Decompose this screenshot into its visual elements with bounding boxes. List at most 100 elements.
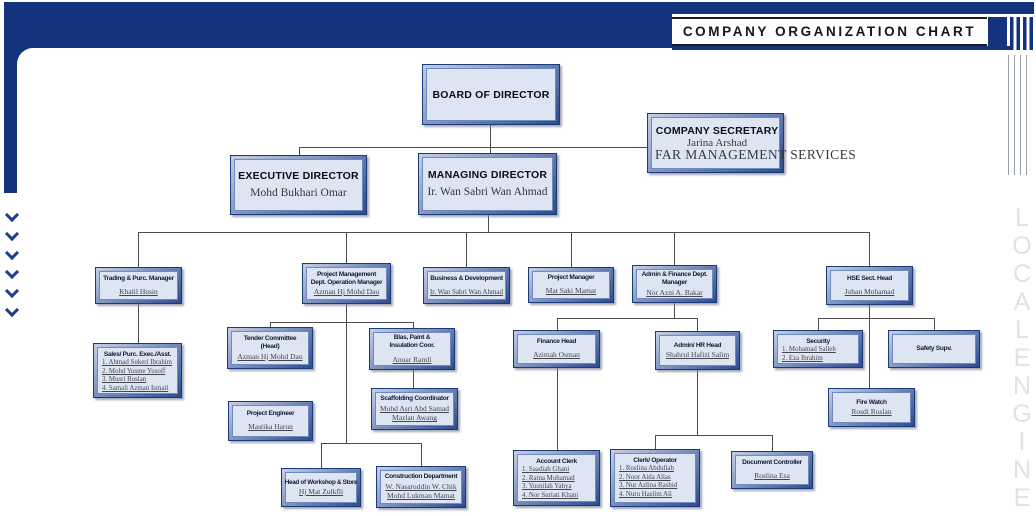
org-node-person: W. Nasaruddin W. Chik [385, 481, 457, 491]
org-node-title: Fire Watch [856, 398, 887, 406]
org-node-person: Rosdi Roslan [851, 406, 892, 416]
org-node-title: Admin/ HR Head [673, 341, 722, 349]
org-node-person: FAR MANAGEMENT SERVICES [655, 147, 857, 162]
connector-line [346, 322, 347, 443]
org-node-board: BOARD OF DIRECTOR [422, 64, 560, 125]
org-node-person: 4. Samali Azman Ismail [102, 384, 169, 392]
org-node-safety: Safety Supv. [888, 330, 980, 368]
org-node-person: Azman Hj Mohd Dau [313, 287, 380, 297]
watermark-letter: I [1018, 428, 1026, 456]
org-node-person: 2. Ratna Mohamad [522, 474, 575, 482]
org-node-person: 2. Mohd Yusme Yusoff [102, 367, 166, 375]
corner-round [17, 48, 35, 66]
watermark-letter: E [1013, 484, 1031, 512]
connector-line [818, 318, 819, 330]
org-node-person: Ir. Wan Sabri Wan Ahmad [427, 186, 548, 198]
org-node-title: Sales/ Purc. Exec./Asst. [103, 351, 172, 358]
org-node-title: Document Controller [742, 459, 802, 467]
connector-line [869, 318, 870, 388]
watermark-letter: N [1012, 372, 1032, 400]
org-node-person: 3. Musri Roslan [102, 376, 147, 384]
connector-line [321, 443, 322, 468]
watermark-letter: N [1012, 456, 1032, 484]
org-node-title: Insulation Coor. [389, 342, 435, 350]
connector-line [299, 147, 648, 148]
watermark-letter: E [1013, 344, 1031, 372]
org-node-person: Mastika Harun [248, 422, 293, 432]
org-node-person: Azman Hj Mohd Dau [237, 351, 303, 361]
org-node-person: Azimah Osman [533, 350, 580, 360]
org-node-title: Construction Department [384, 473, 458, 481]
connector-line [138, 232, 869, 233]
org-node-person: 3. Yusnilah Yahya [522, 483, 572, 491]
org-node-title: Project Engineer [246, 410, 295, 418]
connector-line [655, 435, 772, 436]
connector-line [772, 435, 773, 451]
watermark-letter: C [1012, 260, 1032, 288]
chevron-down-icon [6, 231, 16, 241]
org-node-person: Mazlan Awang [392, 413, 437, 423]
org-node-person: Khalil Husin [119, 286, 158, 296]
chevron-down-icon [6, 212, 16, 222]
org-node-title: Security [806, 338, 830, 345]
corner-lines [1008, 55, 1029, 175]
connector-line [421, 443, 422, 466]
org-node-title: EXECUTIVE DIRECTOR [238, 170, 359, 182]
connector-line [466, 232, 467, 267]
connector-line [270, 322, 271, 327]
org-node-title: Blas, Paint & [393, 334, 431, 341]
org-node-title: Finance Head [536, 338, 577, 346]
connector-line [571, 232, 572, 267]
chevron-down-icon [6, 269, 16, 279]
org-node-title: Account Clerk [536, 458, 577, 465]
org-node-executive-director: EXECUTIVE DIRECTOR Mohd Bukhari Omar [230, 155, 367, 215]
org-node-person: 2. Noor Aida Alias [619, 473, 671, 481]
org-node-person: Anuar Ramli [392, 354, 432, 364]
org-node-person: 1. Roslina Abdullah [619, 465, 674, 473]
connector-line [557, 318, 697, 319]
org-node-person: Jarina Arshad [686, 136, 748, 149]
org-node-sales: Sales/ Purc. Exec./Asst.1. Ahmad Sukeri … [93, 343, 182, 398]
page-title: COMPANY ORGANIZATION CHART [682, 24, 977, 39]
org-node-person: 3. Nur Azlina Rashid [619, 482, 678, 490]
org-node-title: (Head) [260, 343, 280, 351]
connector-line [655, 435, 656, 449]
chevron-down-icon [6, 307, 16, 317]
org-node-person: Mohd Bukhari Omar [250, 187, 347, 199]
connector-line [697, 318, 698, 331]
org-node-person: Nor Azni A. Bakar [646, 287, 703, 297]
org-node-person: Mohd Asri Abd Samad [380, 403, 449, 413]
watermark-letter: A [1013, 288, 1031, 316]
org-node-title: COMPANY SECRETARY [655, 124, 779, 137]
org-node-title: HSE Sect. Head [847, 274, 892, 282]
org-node-person: Roslina Esa [754, 471, 790, 481]
org-node-blas: Blas, Paint &Insulation Coor. Anuar Ramli [369, 328, 455, 370]
org-node-title: Head of Workshop & Store [284, 478, 358, 486]
watermark-letter: O [1012, 232, 1032, 260]
org-node-person: Mohd Lukman Mamat [387, 491, 455, 501]
header-stripes-icon [1010, 17, 1036, 50]
org-node-title: Business & Development [430, 274, 503, 282]
connector-line [869, 305, 870, 318]
org-node-title: Project Management [316, 270, 377, 278]
org-node-person: 1. Saadiah Ghani [522, 466, 570, 474]
org-node-person: 2. Eza Ibrahim [782, 354, 823, 362]
watermark-letter: L [1015, 316, 1029, 344]
org-node-person: 4. Nuru Haslim Ali [619, 490, 672, 498]
org-node-person: 4. Nor Suriati Khani [522, 491, 579, 499]
header-band-left [4, 2, 672, 48]
header-square [988, 17, 1007, 46]
chevron-down-icon [6, 288, 16, 298]
